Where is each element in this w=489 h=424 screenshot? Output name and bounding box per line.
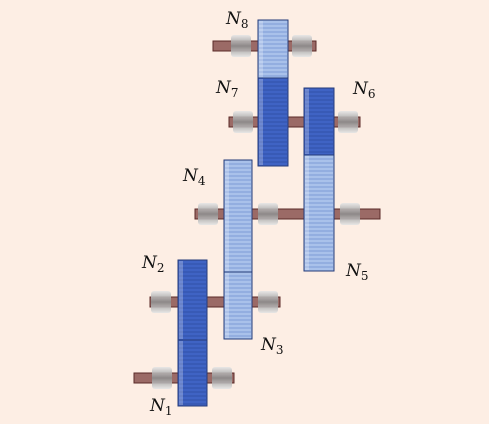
label-n5: N5 [345, 261, 369, 283]
gear-n8 [257, 19, 289, 79]
label-n8: N8 [225, 9, 249, 31]
gear-n7-highlight [259, 79, 263, 165]
bearing-4 [258, 291, 278, 313]
shaft-4 [228, 116, 361, 128]
bearing-5 [198, 203, 218, 225]
label-n6: N6 [352, 79, 376, 101]
gear-n3 [223, 271, 253, 340]
bearings-layer [151, 35, 360, 389]
gear-n2 [177, 259, 208, 341]
bearing-7 [340, 203, 360, 225]
label-n3: N3 [260, 335, 284, 357]
bearing-10 [231, 35, 251, 57]
gear-n8-highlight [259, 21, 263, 77]
gear-n6-highlight [305, 89, 309, 154]
bearing-11 [292, 35, 312, 57]
gear-n4-highlight [225, 161, 229, 271]
shaft-2 [149, 296, 281, 308]
gear-n5 [303, 154, 335, 272]
gear-n1-highlight [179, 341, 183, 405]
gear-n5-highlight [305, 156, 309, 270]
gear-n2-highlight [179, 261, 183, 339]
bearing-2 [212, 367, 232, 389]
bearing-1 [152, 367, 172, 389]
gear-n5-body [303, 154, 335, 272]
bearing-6 [258, 203, 278, 225]
gear-n3-highlight [225, 273, 229, 338]
gear-n6 [303, 87, 335, 156]
bearing-8 [233, 111, 253, 133]
gear-n4 [223, 159, 253, 273]
label-n1: N1 [149, 396, 173, 418]
label-n4: N4 [182, 166, 206, 188]
gear-n1 [177, 339, 208, 407]
gears-layer [177, 19, 335, 407]
bearing-3 [151, 291, 171, 313]
gear-n7 [257, 77, 289, 167]
label-n7: N7 [215, 78, 239, 100]
bearing-9 [338, 111, 358, 133]
label-n2: N2 [141, 253, 165, 275]
shaft-3 [194, 208, 381, 220]
